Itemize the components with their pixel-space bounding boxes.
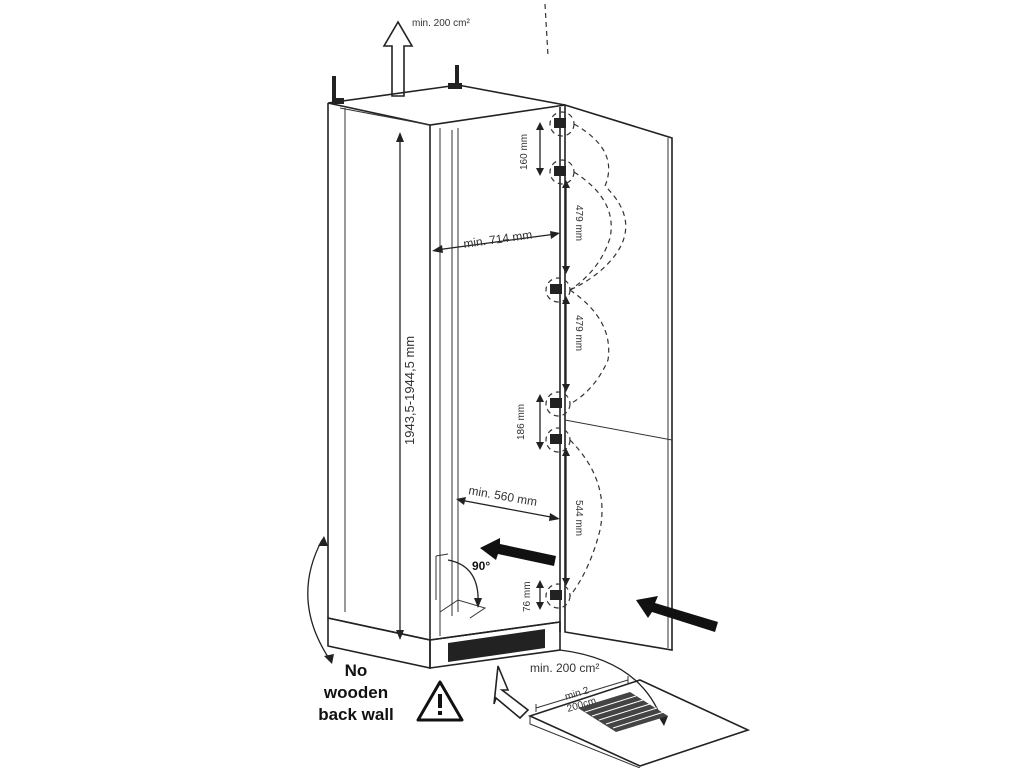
detail-leader — [559, 649, 663, 721]
warning-line-2: wooden — [323, 683, 388, 702]
up-arrow-icon — [382, 20, 414, 97]
push-arrow-icon — [480, 538, 556, 566]
hinge-2-label: 479 mm — [573, 205, 584, 241]
depth-top-dimension — [432, 231, 560, 253]
warning-leader — [307, 539, 331, 661]
hinge-4-label: 186 mm — [516, 404, 527, 440]
hinge-3-label: 479 mm — [573, 315, 584, 351]
plinth-detail — [527, 676, 751, 768]
push-arrow-icon — [636, 596, 718, 632]
warning-triangle-icon — [416, 680, 464, 722]
depth-bottom-dimension — [456, 497, 560, 521]
hinge-dimensions — [536, 122, 570, 610]
up-arrow-icon — [493, 665, 530, 720]
height-label: 1943,5-1944,5 mm — [402, 336, 417, 445]
vent-bottom-label: min. 200 cm² — [530, 661, 599, 675]
door-swing-line — [544, 3, 549, 57]
hinge-1-label: 160 mm — [519, 134, 530, 170]
warning-line-1: No — [345, 661, 368, 680]
cabinet-outline — [327, 65, 566, 669]
height-dimension — [396, 132, 404, 640]
warning-line-3: back wall — [318, 705, 394, 724]
hinge-5-label: 544 mm — [573, 500, 584, 536]
angle-label: 90° — [472, 559, 490, 573]
depth-top-label: min. 714 mm — [462, 227, 533, 251]
door-outline — [564, 103, 673, 651]
hinge-swing-curves — [569, 123, 627, 597]
angle-marker — [435, 553, 482, 608]
depth-bottom-label: min. 560 mm — [467, 483, 538, 509]
vent-top-label: min. 200 cm² — [412, 18, 470, 29]
hinge-6-label: 76 mm — [522, 581, 533, 612]
